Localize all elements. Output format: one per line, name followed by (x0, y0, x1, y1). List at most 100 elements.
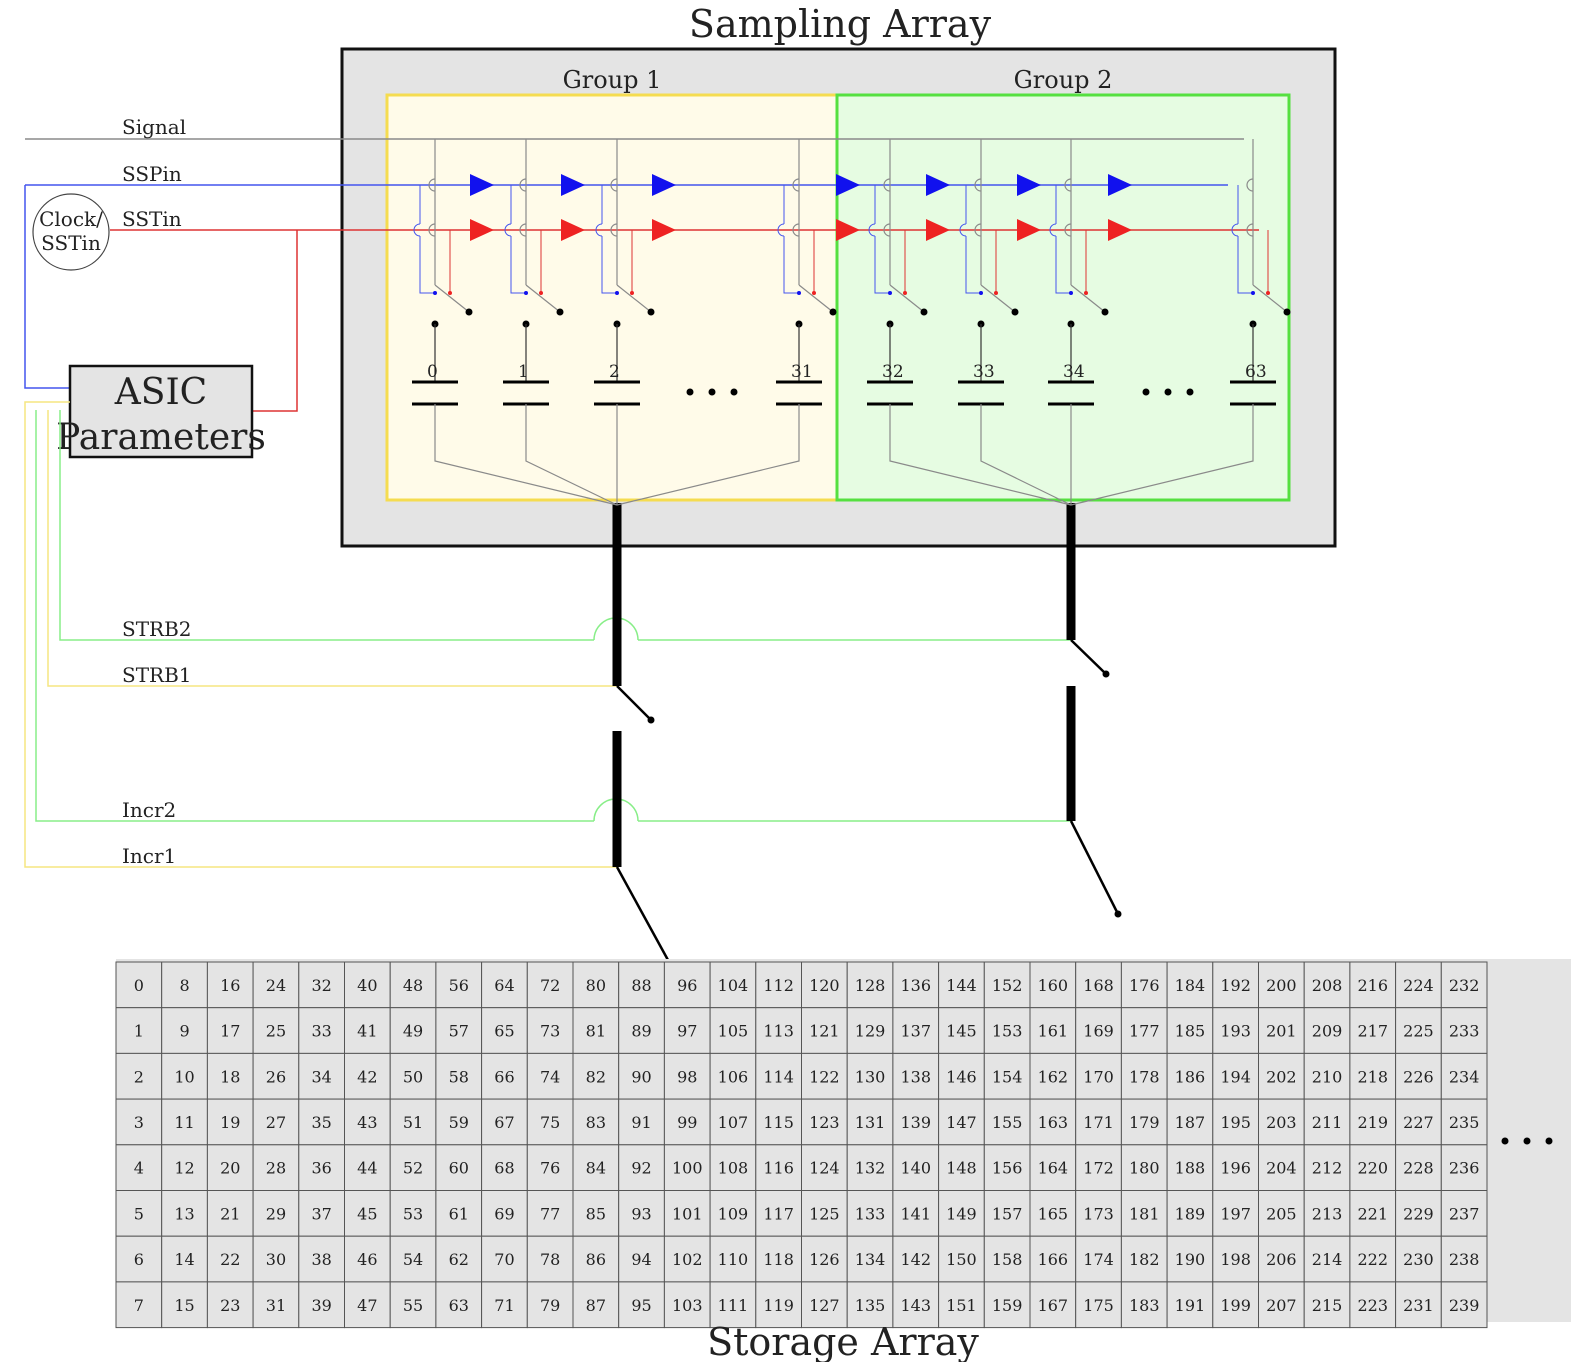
storage-cell-value: 134 (855, 1250, 886, 1269)
strb1-label: STRB1 (122, 663, 192, 687)
storage-cell-value: 208 (1312, 976, 1343, 995)
storage-cell-value: 2 (134, 1067, 144, 1086)
storage-cell-value: 214 (1312, 1250, 1343, 1269)
storage-cell: 178 (1120, 1052, 1168, 1100)
storage-cell-box (252, 1281, 300, 1329)
storage-cell-box (1395, 961, 1442, 1009)
storage-cell: 229 (1395, 1190, 1442, 1237)
capacitor-index-label: 33 (973, 362, 995, 382)
storage-cell: 61 (435, 1190, 483, 1237)
storage-cell-box (846, 1190, 894, 1237)
sampling-array-title: Sampling Array (689, 2, 992, 46)
sspin-tap-dot (524, 291, 528, 295)
storage-cell: 100 (663, 1144, 711, 1192)
storage-cell-box (892, 1098, 940, 1146)
storage-cell-value: 87 (586, 1296, 606, 1315)
storage-cell-value: 48 (403, 976, 423, 995)
storage-array-title: Storage Array (707, 1320, 979, 1362)
storage-cell-box (618, 1235, 665, 1283)
storage-cell: 163 (1029, 1098, 1077, 1146)
signal-switch-link (525, 284, 561, 313)
capacitor-index-label: 31 (791, 362, 813, 382)
blue-crossover (883, 178, 891, 192)
storage-cell: 53 (389, 1190, 437, 1237)
storage-cell: 152 (983, 961, 1031, 1009)
storage-cell-value: 130 (855, 1067, 886, 1086)
storage-cell-box (1029, 1235, 1077, 1283)
storage-cell: 120 (801, 961, 848, 1009)
storage-cell-box (1258, 1235, 1305, 1283)
storage-cell-value: 81 (586, 1022, 606, 1041)
storage-cell-value: 53 (403, 1204, 423, 1223)
storage-cell-value: 221 (1357, 1204, 1388, 1223)
storage-cell: 222 (1349, 1235, 1397, 1283)
storage-cell-value: 187 (1175, 1113, 1206, 1132)
storage-cell-value: 47 (357, 1296, 377, 1315)
sampling-cell: 34 (1048, 139, 1109, 505)
storage-cell: 92 (618, 1144, 665, 1192)
storage-cell: 193 (1212, 1007, 1260, 1054)
storage-cell-box (161, 1281, 208, 1329)
storage-cell-box (1029, 1007, 1077, 1054)
storage-cell-box (344, 1007, 391, 1054)
sampling-cell: 33 (958, 139, 1072, 506)
signal-switch-link (798, 284, 834, 313)
red-crossover (610, 223, 618, 237)
storage-cell-value: 112 (763, 976, 794, 995)
storage-cell: 190 (1166, 1235, 1214, 1283)
signal-label: Signal (122, 115, 186, 139)
storage-cell-value: 89 (631, 1022, 651, 1041)
storage-cell-value: 63 (449, 1296, 469, 1315)
sspin-tap-lower (1055, 236, 1071, 294)
storage-cell-box (1166, 1190, 1214, 1237)
storage-cell-value: 88 (631, 976, 651, 995)
storage-cell-box (1258, 1052, 1305, 1100)
storage-cell-box (846, 1052, 894, 1100)
storage-cell: 54 (389, 1235, 437, 1283)
sampling-cell: 2 (594, 139, 655, 505)
group2-incr-switch (1069, 820, 1120, 915)
storage-cell-value: 153 (992, 1022, 1023, 1041)
storage-cell: 43 (344, 1098, 391, 1146)
group2-box (835, 93, 1291, 502)
storage-cell-value: 180 (1129, 1159, 1160, 1178)
storage-cell-box (709, 1281, 757, 1329)
storage-cell-value: 91 (631, 1113, 651, 1132)
storage-cell: 195 (1212, 1098, 1260, 1146)
storage-cell: 133 (846, 1190, 894, 1237)
strb1-line (47, 410, 617, 687)
red-crossover (974, 223, 982, 237)
storage-cell: 157 (983, 1190, 1031, 1237)
sample-switch-contact (465, 308, 473, 316)
storage-cell-box (344, 1052, 391, 1100)
storage-cell: 177 (1120, 1007, 1168, 1054)
storage-cell: 123 (801, 1098, 848, 1146)
blue-crossover (1246, 178, 1254, 192)
red-crossover (519, 223, 527, 237)
storage-cell-value: 217 (1357, 1022, 1388, 1041)
storage-cell-box (389, 1281, 437, 1329)
storage-cell: 104 (709, 961, 757, 1009)
storage-cell-value: 122 (809, 1067, 840, 1086)
sstin-tap-dot (994, 291, 998, 295)
asic-to-sstin-line (252, 230, 298, 412)
storage-cell: 60 (435, 1144, 483, 1192)
storage-cell-value: 195 (1220, 1113, 1251, 1132)
storage-cell: 39 (298, 1281, 345, 1329)
storage-cell-value: 124 (809, 1159, 840, 1178)
storage-cell: 116 (755, 1144, 802, 1192)
storage-cell-box (801, 1098, 848, 1146)
storage-cell-value: 67 (494, 1113, 514, 1132)
storage-cell-value: 209 (1312, 1022, 1343, 1041)
sspin-tap-dot (615, 291, 619, 295)
storage-cell: 237 (1440, 1190, 1488, 1237)
storage-cell: 47 (344, 1281, 391, 1329)
storage-cell: 19 (206, 1098, 254, 1146)
storage-cell: 148 (938, 1144, 985, 1192)
sampling-cell: 63 (1070, 139, 1291, 506)
sstin-tap-dot (903, 291, 907, 295)
storage-cell: 140 (892, 1144, 940, 1192)
storage-cell: 225 (1395, 1007, 1442, 1054)
storage-cell-box (389, 1144, 437, 1192)
storage-cell: 147 (938, 1098, 985, 1146)
